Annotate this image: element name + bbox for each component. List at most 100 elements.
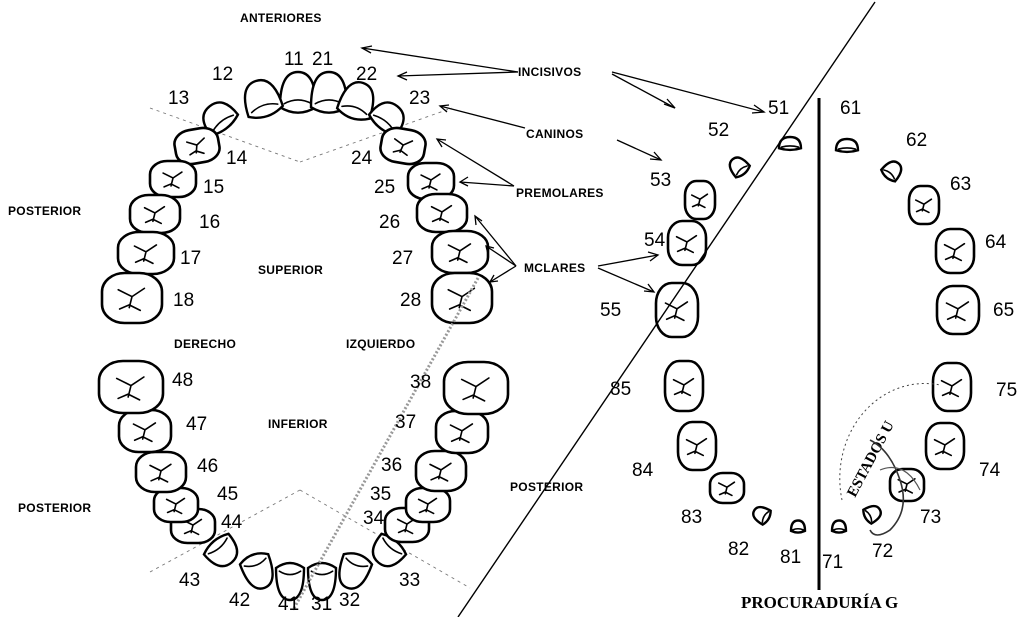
tooth-number-46: 46 xyxy=(197,456,218,477)
arrow-molares-54 xyxy=(597,254,659,267)
label-posterior-upper: POSTERIOR xyxy=(8,204,81,218)
arrow-caninos-23 xyxy=(439,105,526,129)
tooth-64 xyxy=(934,227,976,275)
tooth-number-35: 35 xyxy=(370,484,391,505)
tooth-55 xyxy=(654,281,700,339)
tooth-number-64: 64 xyxy=(985,232,1007,253)
tooth-63 xyxy=(907,184,941,226)
label-molares: MCLARES xyxy=(524,261,585,275)
tooth-85 xyxy=(663,359,705,413)
tooth-number-62: 62 xyxy=(906,130,927,151)
tooth-24 xyxy=(379,126,427,166)
tooth-41 xyxy=(274,561,306,602)
tooth-38 xyxy=(442,360,510,416)
tooth-81 xyxy=(789,519,807,534)
tooth-65 xyxy=(935,284,981,336)
arrow-molares-26 xyxy=(474,215,517,267)
tooth-number-38: 38 xyxy=(410,372,431,393)
tooth-74 xyxy=(924,421,966,471)
tooth-number-48: 48 xyxy=(172,370,193,391)
scan-speckle-line xyxy=(291,277,480,611)
tooth-number-81: 81 xyxy=(780,547,801,568)
tooth-number-14: 14 xyxy=(226,148,248,169)
tooth-number-24: 24 xyxy=(351,148,373,169)
tooth-47 xyxy=(117,408,173,454)
tooth-number-73: 73 xyxy=(920,507,941,528)
guide-dashed-line xyxy=(149,107,301,163)
tooth-27 xyxy=(430,229,490,275)
label-arrows xyxy=(360,45,766,293)
tooth-73 xyxy=(888,467,926,503)
tooth-number-12: 12 xyxy=(212,64,233,85)
tooth-number-15: 15 xyxy=(203,177,224,198)
tooth-number-52: 52 xyxy=(708,120,729,141)
tooth-62 xyxy=(879,160,903,183)
tooth-number-22: 22 xyxy=(356,64,377,85)
tooth-15 xyxy=(148,159,198,199)
label-premolares: PREMOLARES xyxy=(516,186,604,200)
tooth-71 xyxy=(830,519,848,534)
tooth-32 xyxy=(338,552,374,590)
arrow-incisivos-51 xyxy=(611,71,765,113)
tooth-number-75: 75 xyxy=(996,380,1017,401)
teeth xyxy=(97,70,981,602)
tooth-53 xyxy=(683,179,717,221)
tooth-number-44: 44 xyxy=(221,512,243,533)
label-derecho: DERECHO xyxy=(174,337,236,351)
tooth-54 xyxy=(666,219,708,267)
arrow-molares-27 xyxy=(485,245,517,267)
tooth-51 xyxy=(777,135,803,152)
label-anteriores: ANTERIORES xyxy=(240,11,322,25)
tooth-number-18: 18 xyxy=(173,290,194,311)
guide-dashed-line xyxy=(149,489,301,573)
tooth-14 xyxy=(173,126,221,166)
label-izquierdo: IZQUIERDO xyxy=(346,337,415,351)
arrow-premolares-24 xyxy=(436,138,515,187)
tooth-numbers: 1112131415161718212223242526272841424344… xyxy=(168,49,1017,615)
tooth-11 xyxy=(278,70,318,114)
tooth-number-65: 65 xyxy=(993,300,1014,321)
tooth-46 xyxy=(134,450,188,494)
tooth-number-43: 43 xyxy=(179,570,200,591)
tooth-number-54: 54 xyxy=(644,230,666,251)
tooth-48 xyxy=(97,359,165,415)
tooth-number-45: 45 xyxy=(217,484,238,505)
tooth-16 xyxy=(128,193,182,235)
tooth-number-61: 61 xyxy=(840,98,861,119)
tooth-number-51: 51 xyxy=(768,98,789,119)
tooth-number-84: 84 xyxy=(632,460,654,481)
tooth-number-53: 53 xyxy=(650,170,671,191)
arrow-molares-28 xyxy=(489,265,517,283)
tooth-84 xyxy=(676,420,718,472)
tooth-number-71: 71 xyxy=(822,552,843,573)
arrow-caninos-53 xyxy=(616,139,662,161)
label-incisivos: INCISIVOS xyxy=(518,65,581,79)
stamp-procuraduria: PROCURADURÍA G xyxy=(741,593,898,612)
arrow-premolares-25 xyxy=(459,181,515,187)
tooth-12 xyxy=(243,78,285,119)
tooth-43 xyxy=(202,532,239,568)
arrow-incisivos-22 xyxy=(397,71,519,77)
arrow-incisivos-11 xyxy=(361,47,519,73)
tooth-number-37: 37 xyxy=(395,412,416,433)
guide-dashed-line xyxy=(299,107,453,163)
tooth-number-16: 16 xyxy=(199,212,220,233)
tooth-number-34: 34 xyxy=(363,508,385,529)
tooth-35 xyxy=(404,486,452,524)
label-posterior-lower: POSTERIOR xyxy=(18,501,91,515)
tooth-number-26: 26 xyxy=(379,212,400,233)
tooth-number-83: 83 xyxy=(681,507,702,528)
tooth-22 xyxy=(335,81,375,121)
tooth-72 xyxy=(862,504,882,526)
tooth-number-36: 36 xyxy=(381,455,402,476)
tooth-number-72: 72 xyxy=(872,541,893,562)
tooth-number-25: 25 xyxy=(374,177,395,198)
label-posterior-right: POSTERIOR xyxy=(510,480,583,494)
tooth-52 xyxy=(728,156,752,179)
tooth-42 xyxy=(238,552,274,590)
arrow-molares-55 xyxy=(597,267,655,293)
tooth-37 xyxy=(434,409,490,455)
tooth-number-47: 47 xyxy=(186,414,207,435)
tooth-number-85: 85 xyxy=(610,379,631,400)
